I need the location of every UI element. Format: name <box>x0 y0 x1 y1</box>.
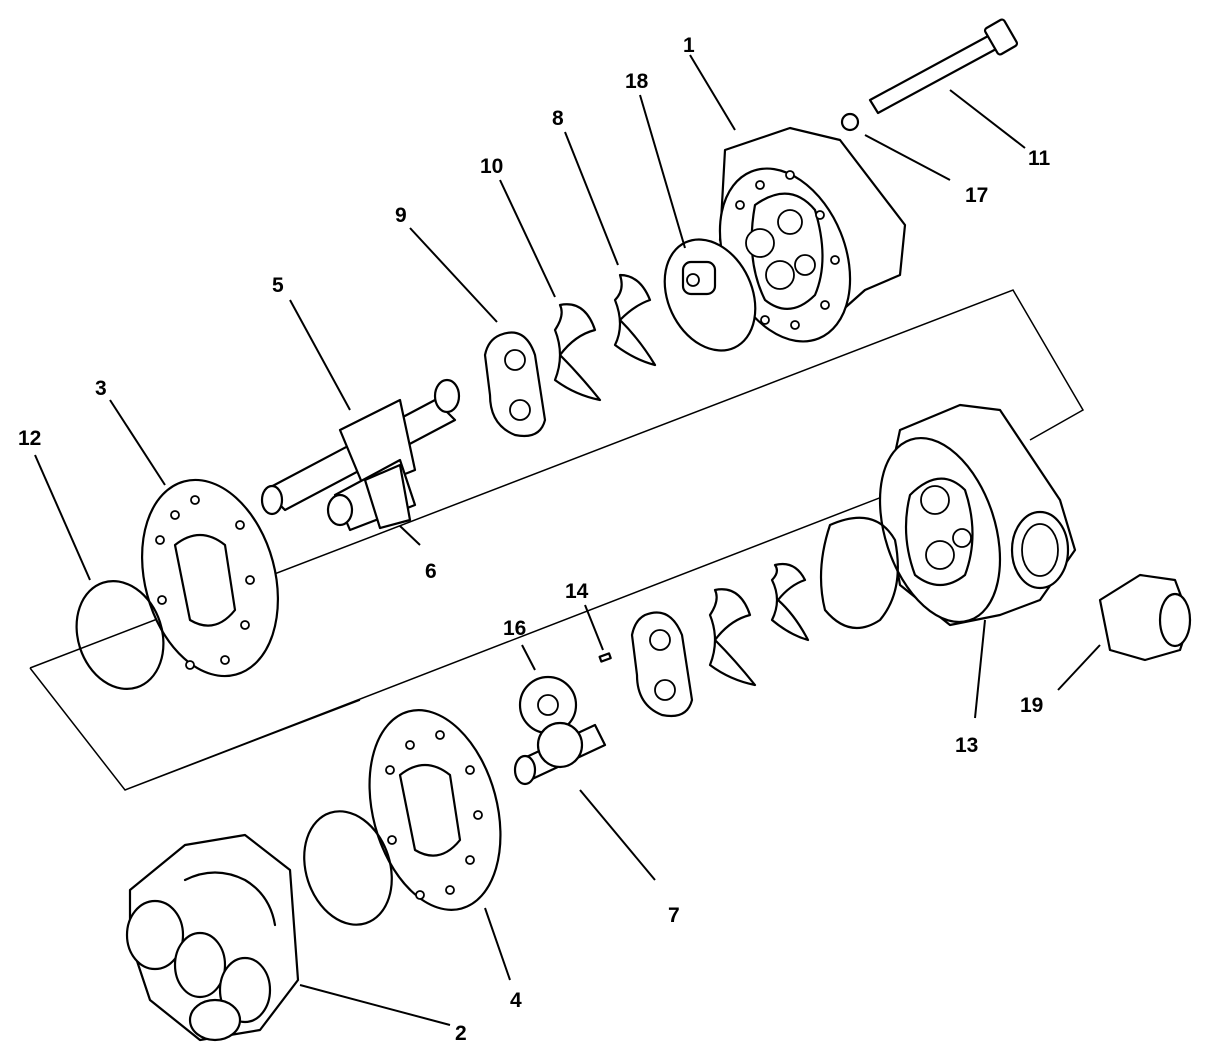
callout-18: 18 <box>625 70 649 93</box>
callout-14: 14 <box>565 580 589 603</box>
assembly-boundary-line <box>29 289 1085 791</box>
part-12-o-ring <box>75 580 165 690</box>
part-14-key <box>598 652 612 663</box>
part-6-driven-gear <box>326 458 417 532</box>
part-13-front-housing <box>878 403 1077 627</box>
lower-seal-ring <box>819 516 899 630</box>
callout-13: 13 <box>955 734 978 757</box>
part-7-gear-shaft <box>513 721 607 786</box>
callout-10: 10 <box>480 155 503 178</box>
callout-19: 19 <box>1020 694 1043 717</box>
callout-3: 3 <box>95 377 107 400</box>
callout-4: 4 <box>510 989 522 1012</box>
part-17-washer <box>840 112 860 132</box>
lower-seal-b <box>708 588 757 687</box>
lower-seal-a <box>770 562 810 642</box>
part-9-wear-plate <box>483 331 547 438</box>
part-2-end-cover <box>125 833 300 1042</box>
part-19-fitting <box>1098 573 1192 662</box>
callout-11: 11 <box>1028 147 1051 170</box>
callout-12: 12 <box>18 427 41 450</box>
callout-6: 6 <box>425 560 437 583</box>
callout-1: 1 <box>683 34 695 57</box>
callout-17: 17 <box>965 184 988 207</box>
lower-o-ring <box>303 810 393 926</box>
lower-wear-plate <box>630 611 694 718</box>
callout-5: 5 <box>272 274 284 297</box>
callout-2: 2 <box>455 1022 467 1045</box>
part-8-seal <box>613 273 657 367</box>
part-18-seal-ring <box>663 238 757 352</box>
callout-8: 8 <box>552 107 564 130</box>
part-4-gear-housing <box>368 709 502 911</box>
part-3-gear-housing <box>140 478 280 678</box>
leader-lines <box>34 54 1101 1026</box>
callout-9: 9 <box>395 204 407 227</box>
callout-16: 16 <box>503 617 526 640</box>
callout-7: 7 <box>668 904 680 927</box>
part-11-bolt <box>868 18 1019 115</box>
part-10-seal <box>553 303 602 402</box>
